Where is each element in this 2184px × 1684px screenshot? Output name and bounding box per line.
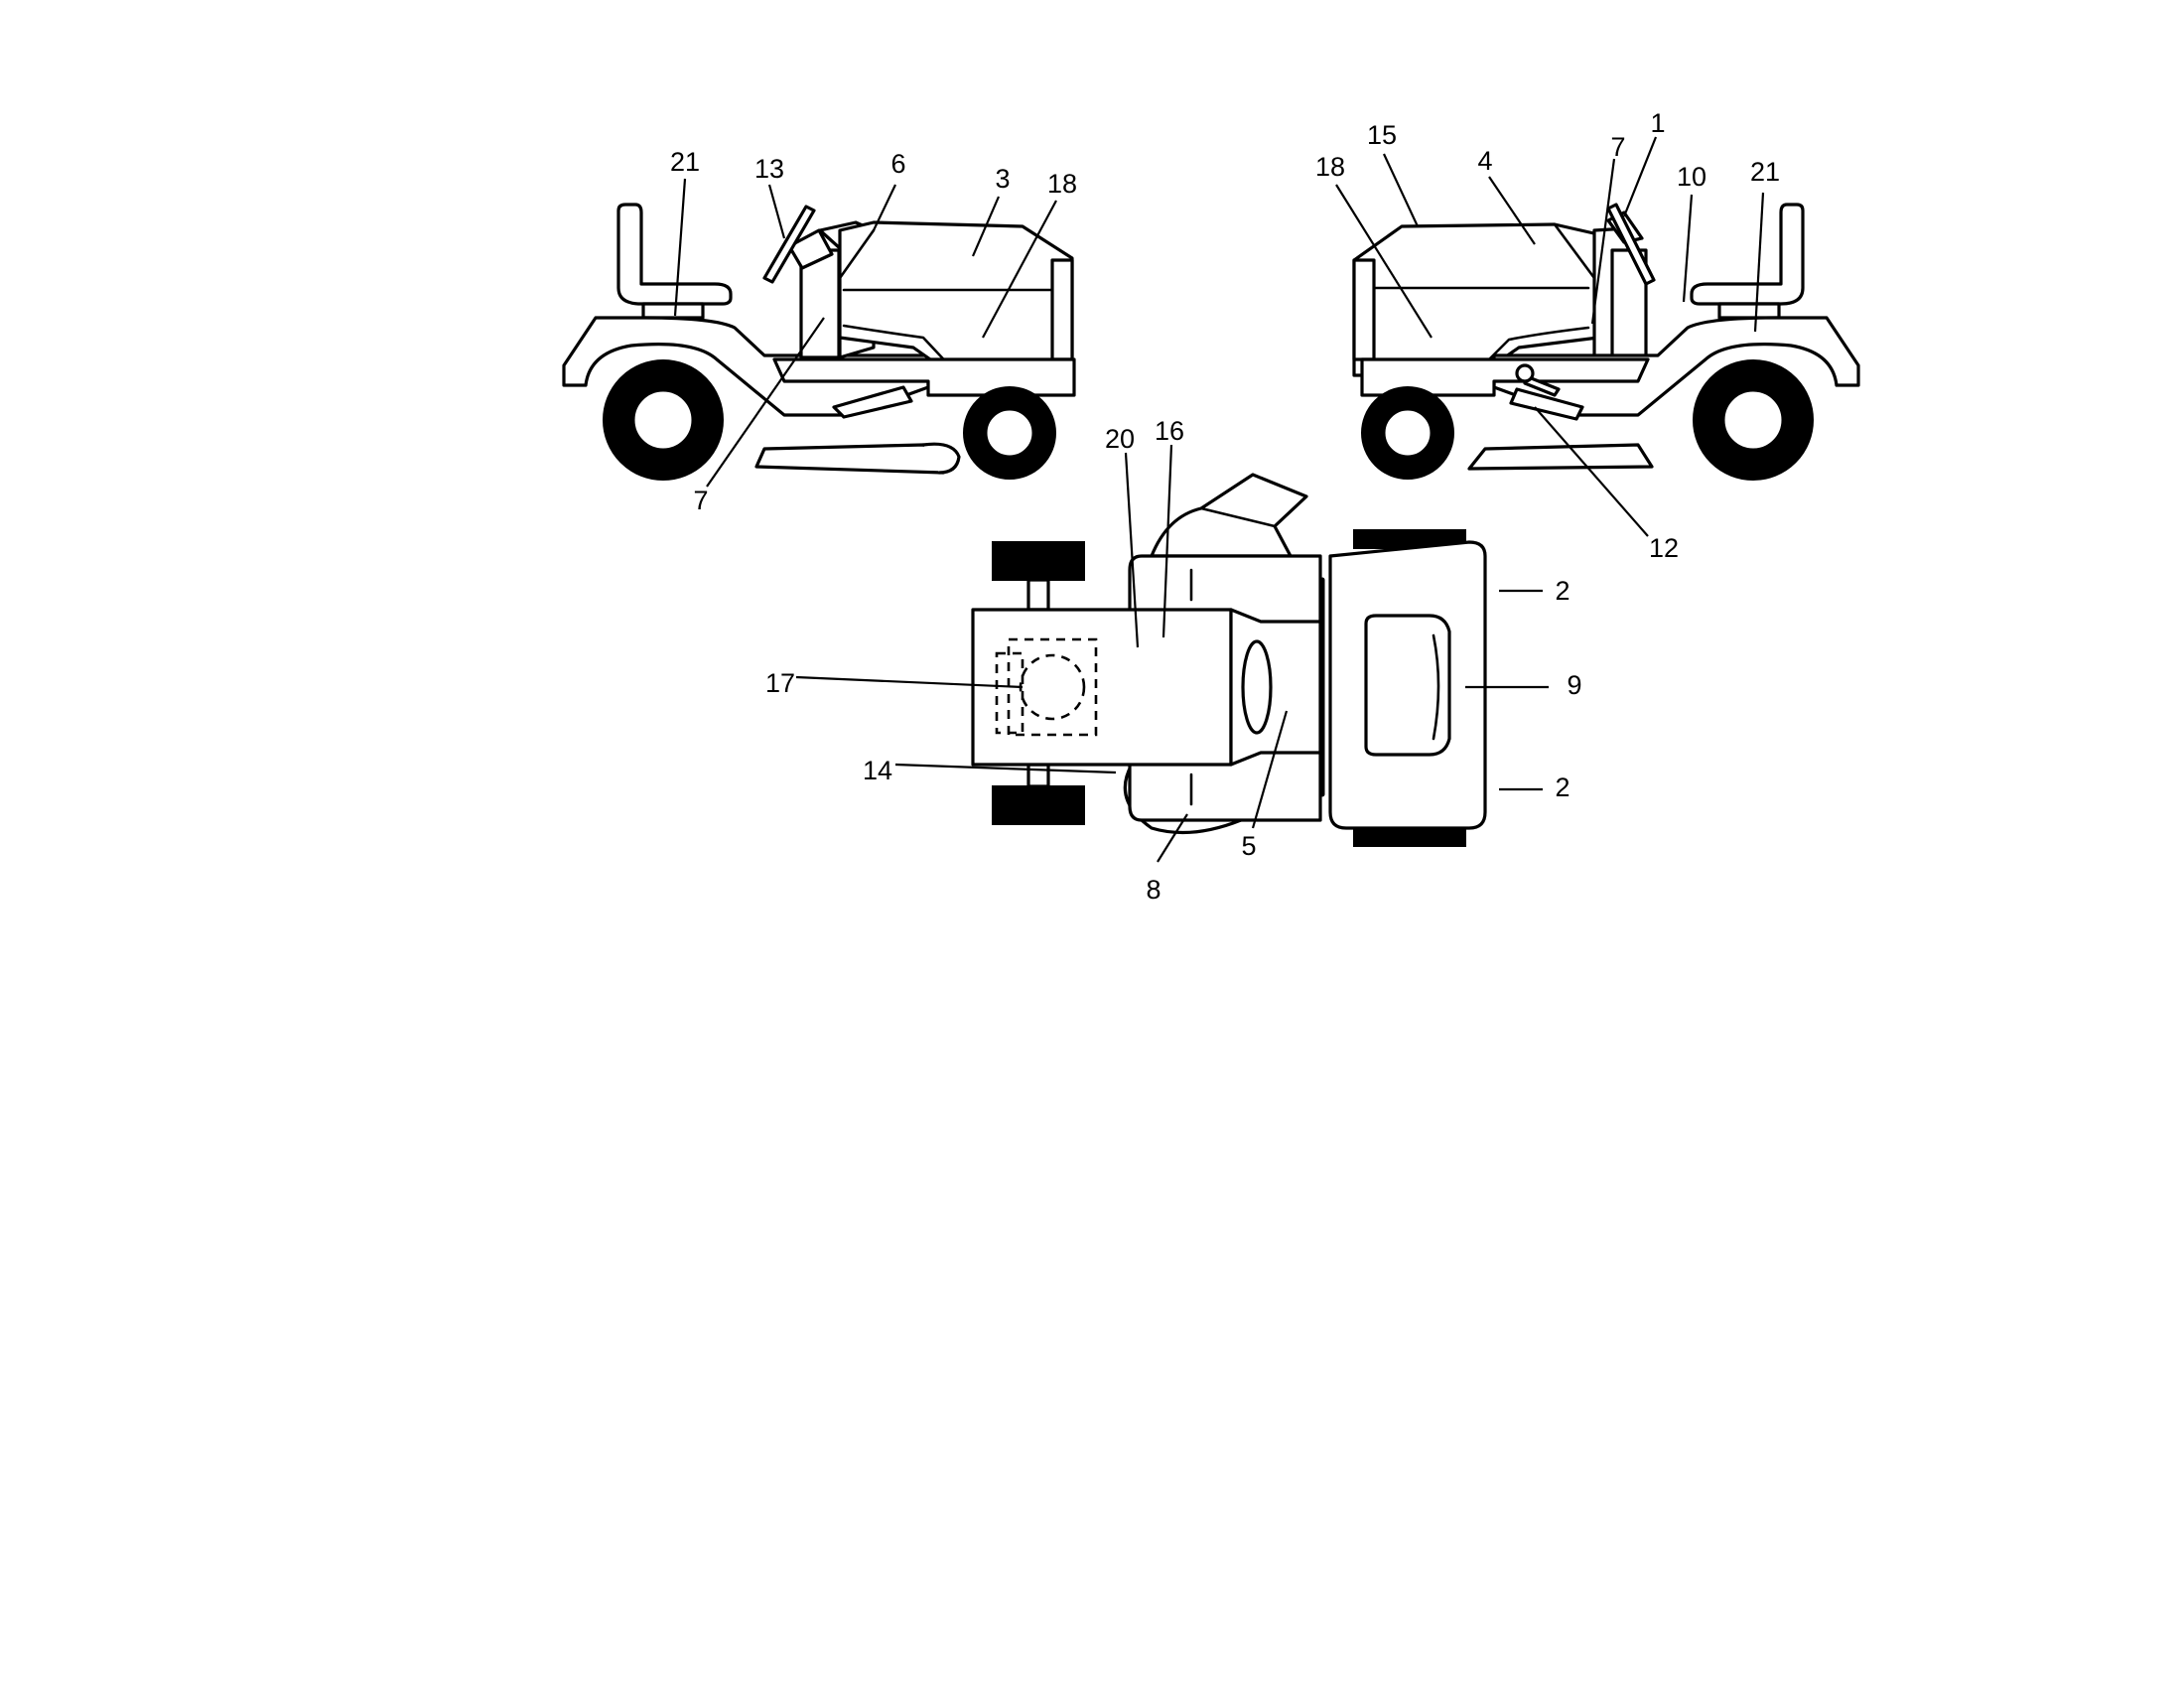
leader-1 [1622,136,1658,217]
callout-1: 1 [1650,108,1665,138]
steering-wheel-top [1241,639,1273,735]
callout-3: 3 [995,164,1010,194]
chute-line [1199,506,1277,528]
leader-16 [1161,444,1173,638]
hood-front-line [1553,222,1596,280]
brake-pedal [1509,387,1584,421]
callout-21-left: 21 [670,147,700,177]
rear-tire-bottom [992,785,1085,825]
callout-2-top: 2 [1555,576,1570,606]
leader-4 [1488,176,1536,245]
hood-side-line [842,324,955,371]
seat-side-outline [995,651,1024,735]
hood [838,220,1074,377]
callout-15: 15 [1367,120,1397,150]
front-grille [1352,258,1376,361]
rear-fender [1492,316,1860,417]
callout-8: 8 [1146,875,1160,905]
rear-axle-bottom [1026,763,1050,788]
rear-wheel-hub [1721,388,1785,452]
steering-wheel [762,205,816,284]
leader-18-right [1335,184,1433,339]
left-side-view: 21 13 6 3 18 7 [562,147,1077,515]
mower-deck [1467,443,1654,471]
leader-7-left [706,317,825,488]
callout-5: 5 [1241,831,1256,861]
hood-side-line [1477,326,1590,371]
leader-5 [1251,710,1289,829]
hood [1352,222,1600,377]
front-grille [1050,258,1074,361]
right-side-view: 18 15 4 7 1 10 21 12 [1315,108,1860,563]
leader-21-left [673,178,687,317]
front-wheel-hub [984,407,1035,459]
leader-14 [894,763,1117,774]
leader-13 [767,184,786,239]
steering-wheel [1606,203,1656,286]
callout-7-left: 7 [693,486,708,515]
chassis [1360,357,1650,397]
leader-10 [1682,194,1694,303]
front-wheel-hub [1382,407,1433,459]
steering-shaft [787,228,834,270]
seat-base [1717,302,1781,320]
leader-7-right [1590,158,1616,325]
leader-8 [1157,813,1188,863]
rear-fender [562,316,930,417]
leader-6 [873,184,896,231]
callout-16: 16 [1155,416,1184,446]
brake-pedal [832,385,913,419]
seat [1690,203,1805,306]
front-tire-bottom [1353,827,1466,847]
callout-17: 17 [765,668,795,698]
callout-6: 6 [890,149,905,179]
leader-17 [795,675,1024,689]
callout-10: 10 [1677,162,1706,192]
rear-wheel-hub [631,388,695,452]
seat-base [641,302,705,320]
hood-vent-line [1432,633,1440,741]
hood-front-line [838,228,876,280]
callout-14: 14 [863,756,892,785]
leader-15 [1383,153,1419,227]
leader-12 [1534,406,1649,537]
mower-deck [754,443,953,475]
leader-18-left [982,200,1057,339]
deck-chute [921,442,961,475]
rear-tire-top [992,541,1085,581]
leader-21-right [1753,192,1765,333]
chassis [772,357,1076,397]
callout-21-right: 21 [1750,157,1780,187]
lever-knob [1515,363,1535,383]
rear-axle-top [1026,578,1050,612]
callout-4: 4 [1477,146,1492,176]
callout-12: 12 [1649,533,1679,563]
leader-3 [971,196,1001,257]
leader-20 [1124,452,1140,648]
top-view: 20 16 17 14 8 5 2 9 2 [765,416,1582,905]
callout-7-right: 7 [1610,132,1625,162]
callout-20: 20 [1105,424,1135,454]
callout-13: 13 [754,154,784,184]
callout-2-bottom: 2 [1555,772,1570,802]
callout-18-right: 18 [1315,152,1345,182]
hood-vent [1364,614,1451,757]
seat [616,203,733,306]
callout-9: 9 [1567,670,1581,700]
callout-18-left: 18 [1047,169,1077,199]
